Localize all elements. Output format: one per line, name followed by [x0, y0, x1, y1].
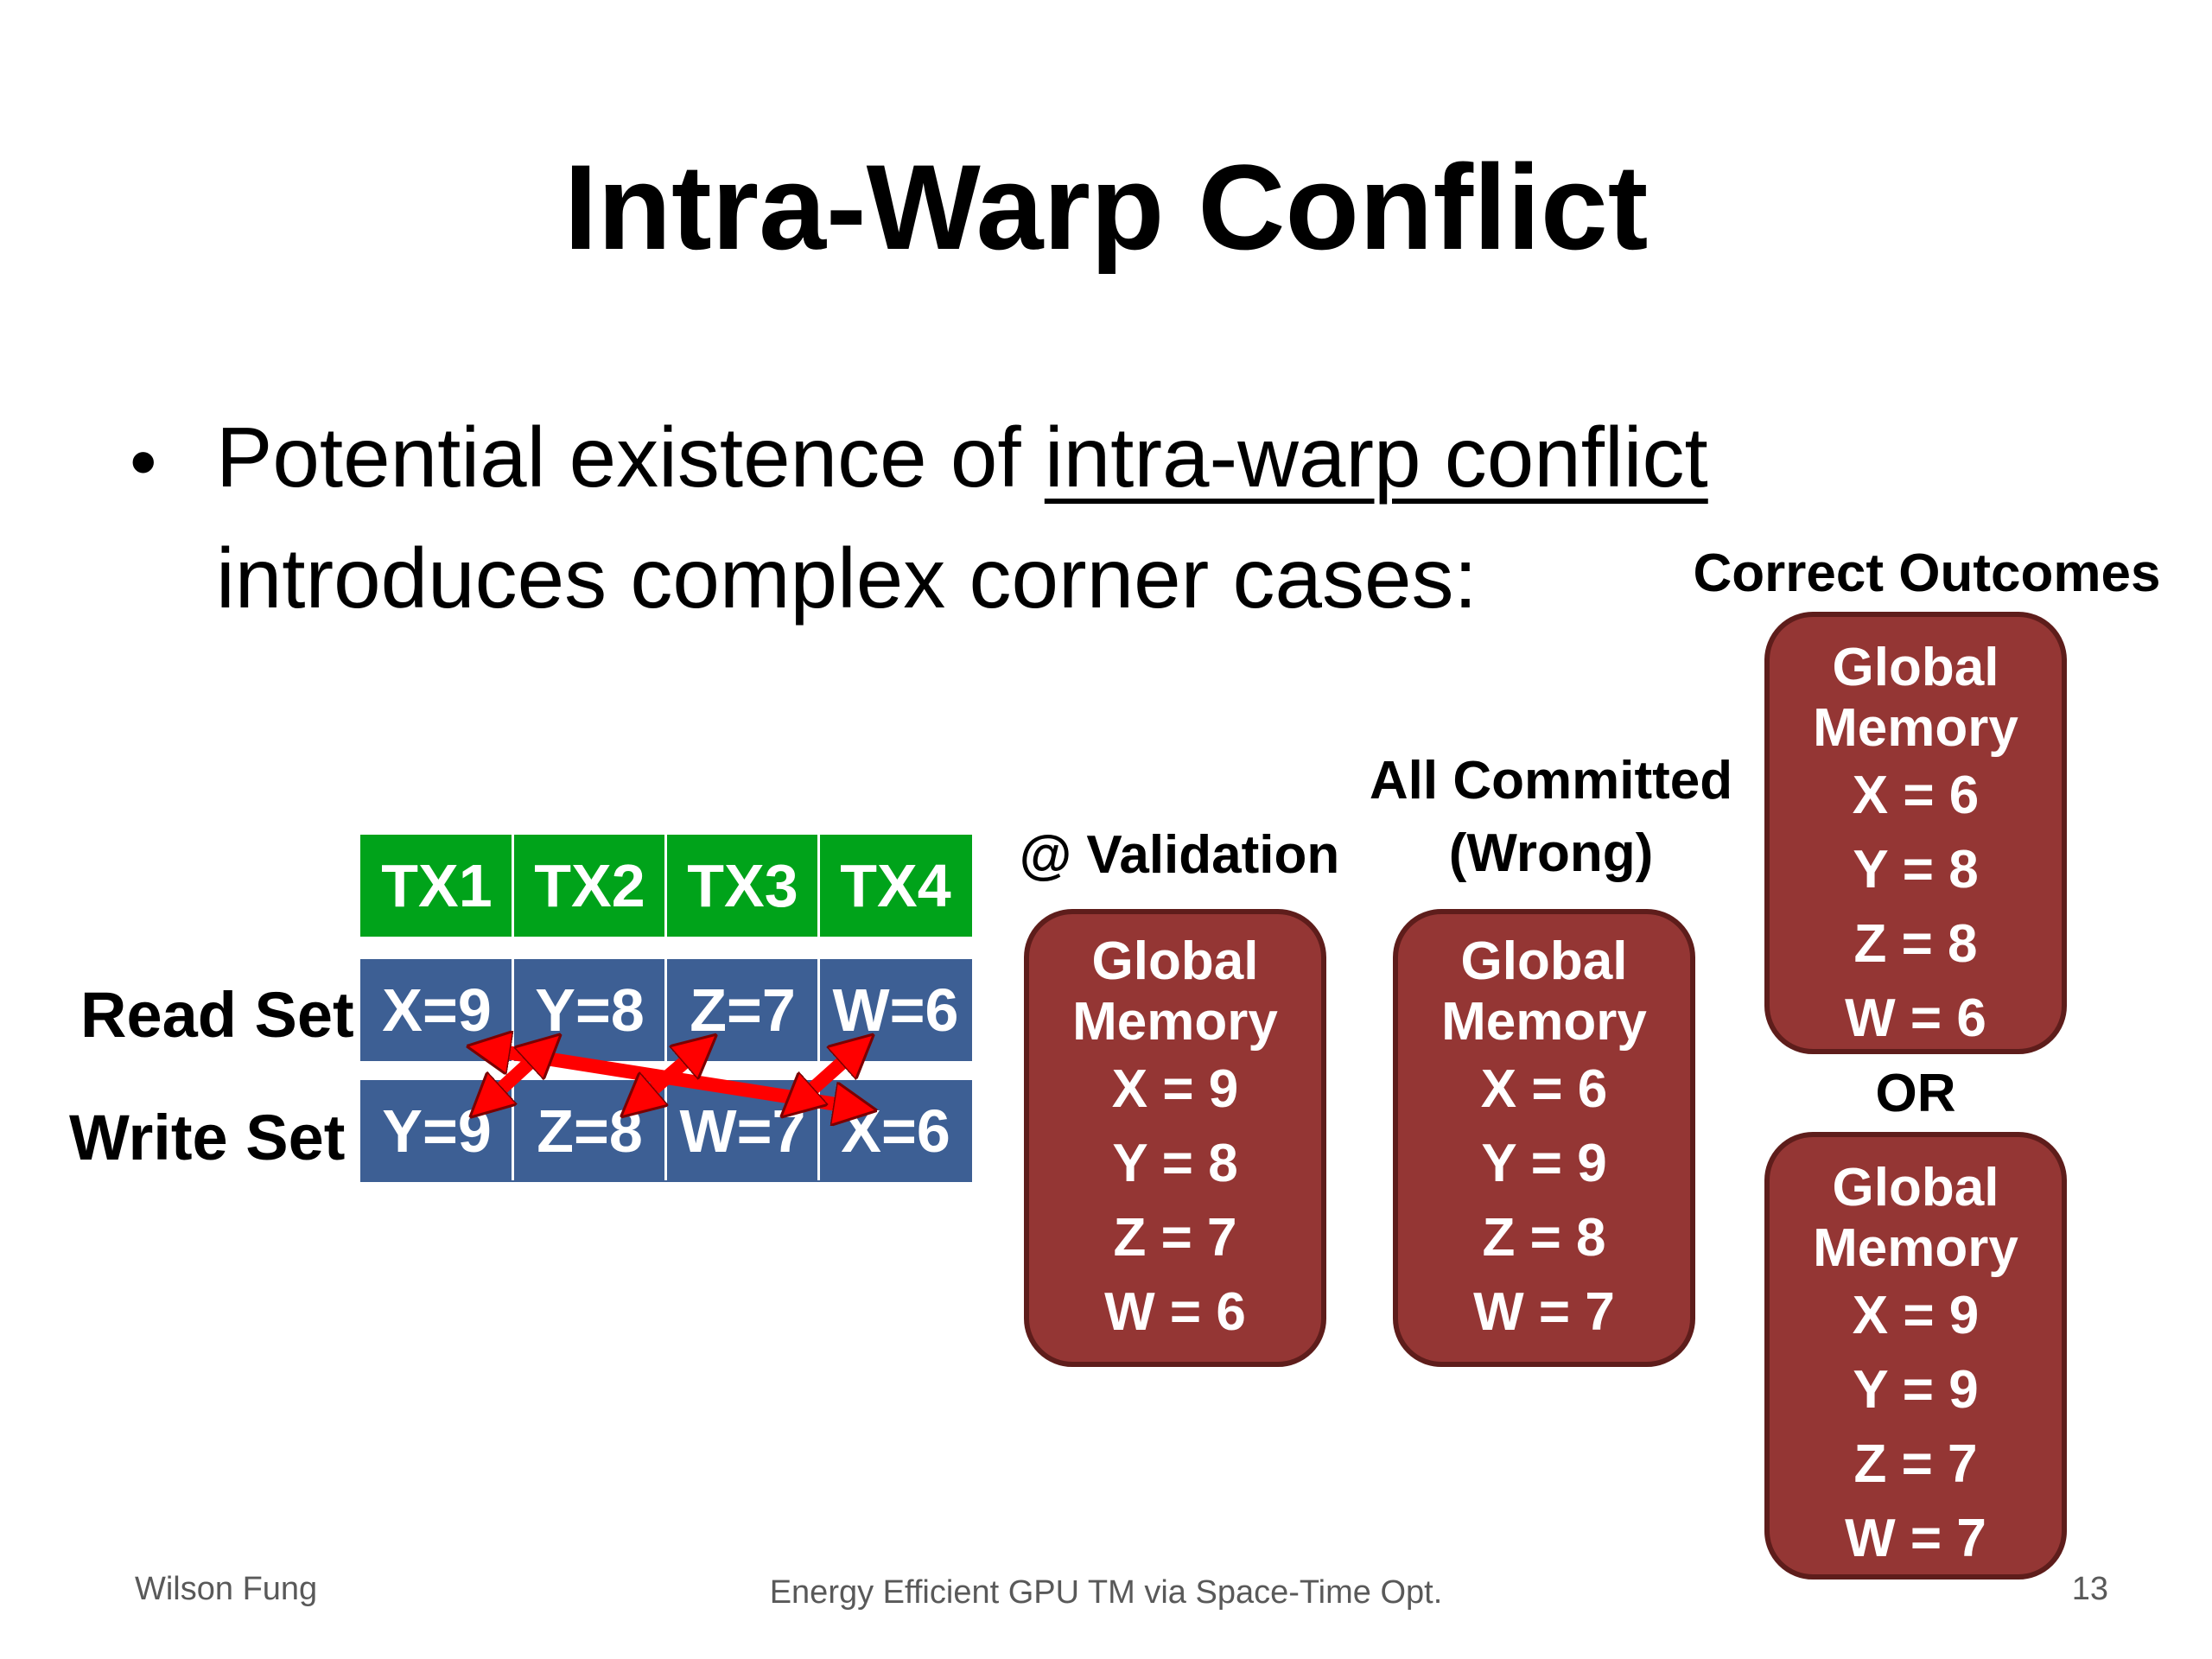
- memory-value: Y = 9: [1481, 1134, 1607, 1193]
- memory-value: Y = 9: [1853, 1360, 1979, 1420]
- tx2-header: TX2: [513, 835, 666, 937]
- column-divider: [817, 835, 820, 1180]
- memory-title: Global Memory: [1441, 931, 1647, 1052]
- column-divider: [664, 835, 667, 1180]
- conflict-arrow-w: [791, 1043, 864, 1109]
- correct-outcomes-header: Correct Outcomes: [1693, 543, 2161, 603]
- memory-title: Global Memory: [1072, 931, 1278, 1052]
- memory-value: Z = 7: [1853, 1434, 1978, 1494]
- write-set-label: Write Set: [69, 1102, 346, 1173]
- committed-memory-box: Global Memory X = 6 Y = 9 Z = 8 W = 7: [1393, 909, 1695, 1367]
- memory-value: W = 7: [1845, 1509, 1986, 1568]
- committed-header-line1: All Committed: [1369, 751, 1733, 810]
- bullet-line-2: introduces complex corner cases:: [216, 531, 1478, 626]
- memory-value: X = 6: [1852, 766, 1980, 825]
- or-label: OR: [1875, 1064, 1956, 1123]
- validation-header: @ Validation: [1019, 825, 1340, 885]
- footer-author: Wilson Fung: [135, 1571, 318, 1607]
- committed-header: All Committed (Wrong): [1361, 745, 1741, 889]
- committed-header-line2: (Wrong): [1448, 823, 1654, 883]
- memory-value: Z = 8: [1853, 914, 1978, 974]
- memory-value: Z = 8: [1482, 1208, 1606, 1268]
- slide-title: Intra-Warp Conflict: [563, 139, 1649, 275]
- memory-title: Global Memory: [1813, 1158, 2018, 1278]
- memory-value: Y = 8: [1853, 840, 1979, 899]
- read-set-label: Read Set: [80, 979, 354, 1051]
- tx4-header: TX4: [819, 835, 972, 937]
- memory-value: X = 6: [1480, 1059, 1608, 1119]
- tx3-header: TX3: [666, 835, 819, 937]
- validation-memory-box: Global Memory X = 9 Y = 8 Z = 7 W = 6: [1024, 909, 1326, 1367]
- page-number: 13: [2071, 1571, 2108, 1607]
- memory-value: W = 7: [1473, 1282, 1615, 1342]
- memory-value: Z = 7: [1113, 1208, 1237, 1268]
- memory-value: W = 6: [1845, 988, 1986, 1048]
- memory-value: X = 9: [1111, 1059, 1239, 1119]
- conflict-arrow-y: [480, 1043, 551, 1109]
- write-set-cell-tx4: X=6: [819, 1080, 972, 1182]
- footer-title: Energy Efficient GPU TM via Space-Time O…: [769, 1574, 1443, 1611]
- tx1-header: TX1: [360, 835, 513, 937]
- memory-value: X = 9: [1852, 1286, 1980, 1345]
- correct-memory-box-2: Global Memory X = 9 Y = 9 Z = 7 W = 7: [1764, 1132, 2067, 1580]
- correct-memory-box-1: Global Memory X = 6 Y = 8 Z = 8 W = 6: [1764, 612, 2067, 1054]
- bullet-marker: •: [130, 419, 157, 505]
- memory-value: W = 6: [1104, 1282, 1246, 1342]
- memory-title: Global Memory: [1813, 638, 2018, 758]
- bullet-underlined-term: intra-warp conflict: [1044, 410, 1708, 505]
- bullet-line-1: Potential existence of intra-warp confli…: [216, 415, 1708, 499]
- conflict-arrow-z: [631, 1043, 707, 1109]
- column-divider: [512, 835, 514, 1180]
- bullet-text-start: Potential existence of: [216, 410, 1045, 505]
- memory-value: Y = 8: [1112, 1134, 1238, 1193]
